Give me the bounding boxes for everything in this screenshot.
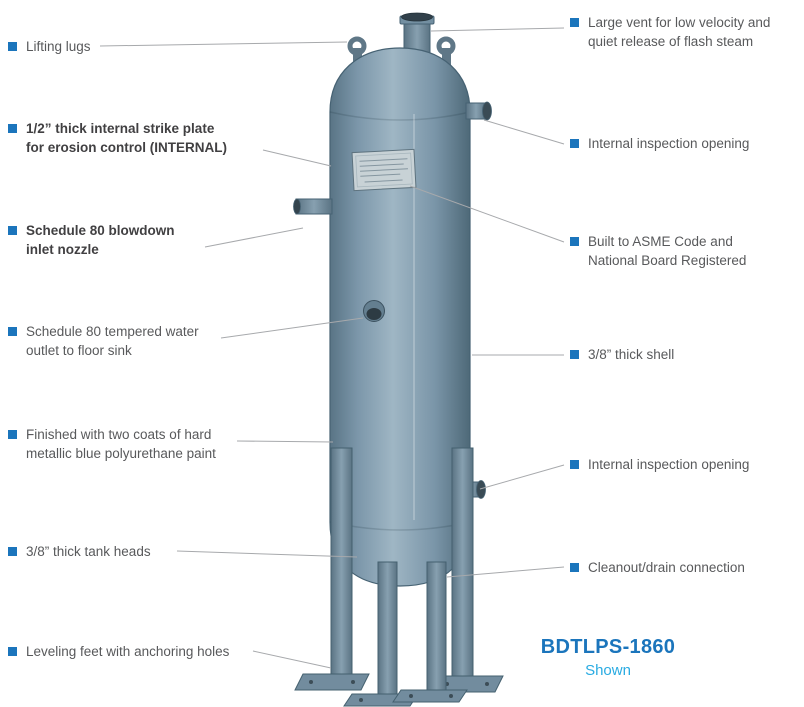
callout-label: Internal inspection opening xyxy=(588,136,750,151)
bullet-icon xyxy=(8,547,17,556)
lifting-lug-left xyxy=(347,36,367,66)
leader-line xyxy=(483,119,565,145)
bullet-icon xyxy=(570,460,579,469)
callout-label: Cleanout/drain connection xyxy=(588,560,745,575)
bullet-icon xyxy=(8,42,17,51)
callout-label: Large vent for low velocity and quiet re… xyxy=(588,15,771,49)
leader-line xyxy=(409,185,565,243)
leader-line xyxy=(252,650,332,669)
leader-line xyxy=(99,41,348,47)
callout-label: Built to ASME Code and National Board Re… xyxy=(588,234,747,268)
tank-leg-front-right xyxy=(426,561,447,691)
model-caption: Shown xyxy=(585,662,631,679)
callout-tank-heads: 3/8” thick tank heads xyxy=(8,543,188,562)
leader-line xyxy=(236,440,334,443)
callout-label: Internal inspection opening xyxy=(588,457,750,472)
inspection-nozzle-upper xyxy=(465,101,492,121)
tank-leg-outer-left xyxy=(330,447,353,675)
bullet-icon xyxy=(8,430,17,439)
bullet-icon xyxy=(570,350,579,359)
bullet-icon xyxy=(8,226,17,235)
callout-inspection-opening-upper: Internal inspection opening xyxy=(570,135,780,154)
model-number: BDTLPS-1860 xyxy=(540,636,676,658)
bullet-icon xyxy=(570,237,579,246)
callout-label: 1/2” thick internal strike plate for ero… xyxy=(26,121,227,155)
callout-label: Finished with two coats of hard metallic… xyxy=(26,427,216,461)
callout-thick-shell: 3/8” thick shell xyxy=(570,346,730,365)
callout-leveling-feet: Leveling feet with anchoring holes xyxy=(8,643,258,662)
lifting-lug-right xyxy=(436,36,456,66)
model-label: BDTLPS-1860 Shown xyxy=(520,636,696,679)
callout-tempered-water-outlet: Schedule 80 tempered water outlet to flo… xyxy=(8,323,228,360)
callout-label: 3/8” thick shell xyxy=(588,347,675,362)
weld-seam-top xyxy=(329,111,471,121)
leveling-foot-front-right xyxy=(392,689,468,703)
leader-lines xyxy=(99,27,565,669)
bullet-icon xyxy=(570,18,579,27)
callout-large-vent: Large vent for low velocity and quiet re… xyxy=(570,14,795,51)
bullet-icon xyxy=(8,124,17,133)
leader-line xyxy=(262,149,332,167)
callout-paint-finish: Finished with two coats of hard metallic… xyxy=(8,426,248,463)
leveling-foot-outer-left xyxy=(294,673,370,691)
callout-label: Schedule 80 blowdown inlet nozzle xyxy=(26,223,175,257)
callout-asme-code: Built to ASME Code and National Board Re… xyxy=(570,233,780,270)
leader-line xyxy=(479,464,565,490)
tank-leg-outer-right xyxy=(451,447,474,677)
tank-leg-front-left xyxy=(377,561,398,695)
bullet-icon xyxy=(570,563,579,572)
leader-line xyxy=(176,550,358,558)
callout-label: Schedule 80 tempered water outlet to flo… xyxy=(26,324,199,358)
tempered-water-outlet xyxy=(363,300,385,322)
callout-label: Leveling feet with anchoring holes xyxy=(26,644,230,659)
bullet-icon xyxy=(570,139,579,148)
nameplate xyxy=(351,148,417,192)
leader-line xyxy=(446,566,565,578)
callout-blowdown-inlet: Schedule 80 blowdown inlet nozzle xyxy=(8,222,218,259)
callout-cleanout-drain: Cleanout/drain connection xyxy=(570,559,780,578)
blowdown-inlet-nozzle xyxy=(293,198,333,215)
callout-label: 3/8” thick tank heads xyxy=(26,544,151,559)
callout-inspection-opening-lower: Internal inspection opening xyxy=(570,456,780,475)
callout-strike-plate: 1/2” thick internal strike plate for ero… xyxy=(8,120,268,157)
bullet-icon xyxy=(8,327,17,336)
bullet-icon xyxy=(8,647,17,656)
leader-line xyxy=(220,317,364,339)
callout-lifting-lugs: Lifting lugs xyxy=(8,38,128,57)
leader-line xyxy=(430,27,565,32)
callout-label: Lifting lugs xyxy=(26,39,91,54)
leader-line xyxy=(204,227,304,248)
